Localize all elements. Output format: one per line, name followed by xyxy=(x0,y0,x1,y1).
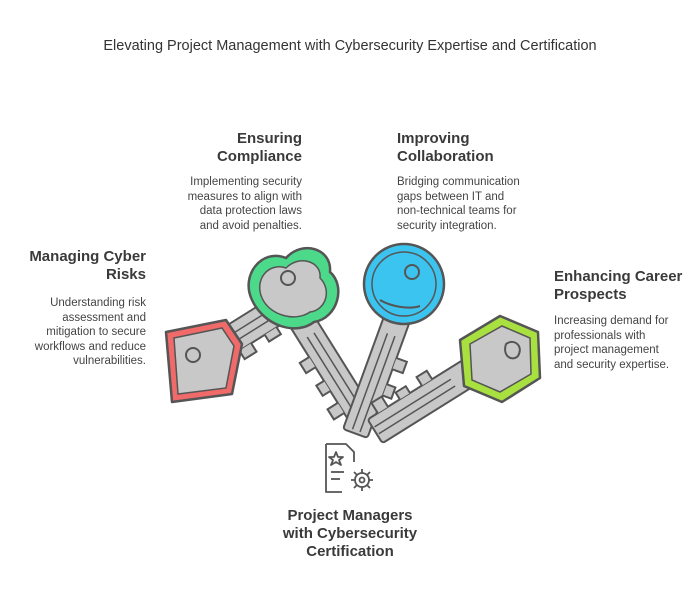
certificate-gear-icon xyxy=(325,443,373,493)
description-line: data protection laws xyxy=(199,205,302,217)
description-line: and security expertise. xyxy=(554,358,670,371)
description-line: mitigation to secure xyxy=(46,326,146,338)
green-key xyxy=(247,247,371,421)
lime-key-hole xyxy=(504,340,521,360)
description-line: project management xyxy=(554,344,659,356)
blue-key-notch xyxy=(379,299,421,309)
heading-line: Prospects xyxy=(554,286,627,303)
heading-line: Compliance xyxy=(216,148,302,165)
blue-key xyxy=(342,242,446,439)
description-line: and avoid penalties. xyxy=(199,219,302,232)
enhancing-career-prospects-description: Increasing demand for professionals with… xyxy=(554,314,694,372)
center-label-line: Project Managers xyxy=(287,507,413,524)
heading-line: Risks xyxy=(105,266,146,283)
improving-collaboration-heading: Improving Collaboration xyxy=(397,130,547,166)
heading-line: Enhancing Career xyxy=(554,268,683,285)
blue-key-hole xyxy=(404,264,420,280)
green-key-hole xyxy=(280,270,296,286)
heading-line: Collaboration xyxy=(397,148,494,165)
center-label-line: Certification xyxy=(306,543,394,560)
description-line: Understanding risk xyxy=(50,297,146,309)
diagram-title: Elevating Project Management with Cybers… xyxy=(103,38,597,54)
heading-line: Improving xyxy=(397,130,470,147)
description-line: professionals with xyxy=(554,329,646,342)
description-line: Increasing demand for xyxy=(554,315,669,327)
red-key-hole xyxy=(185,347,201,363)
description-line: gaps between IT and xyxy=(397,190,505,203)
ensuring-compliance-heading: Ensuring Compliance xyxy=(160,130,302,166)
lime-key xyxy=(367,314,542,444)
description-line: vulnerabilities. xyxy=(73,355,146,367)
improving-collaboration-description: Bridging communication gaps between IT a… xyxy=(397,175,547,233)
description-line: non-technical teams for xyxy=(397,205,517,217)
heading-line: Ensuring xyxy=(236,130,302,147)
green-key-head xyxy=(259,260,328,318)
red-key-head xyxy=(173,327,235,395)
managing-cyber-risks-heading: Managing Cyber Risks xyxy=(20,248,146,284)
description-line: Bridging communication xyxy=(397,176,520,188)
ensuring-compliance-description: Implementing security measures to align … xyxy=(160,175,302,233)
description-line: security integration. xyxy=(397,219,497,232)
center-label-line: with Cybersecurity xyxy=(282,525,418,542)
blue-key-head xyxy=(371,251,437,317)
managing-cyber-risks-description: Understanding risk assessment and mitiga… xyxy=(20,296,146,369)
description-line: workflows and reduce xyxy=(34,340,146,353)
description-line: assessment and xyxy=(62,311,146,324)
center-label: Project Managers with Cybersecurity Cert… xyxy=(250,507,450,561)
description-line: measures to align with xyxy=(187,190,302,203)
description-line: Implementing security xyxy=(190,176,302,188)
heading-line: Managing Cyber xyxy=(29,248,146,265)
enhancing-career-prospects-heading: Enhancing Career Prospects xyxy=(554,268,694,304)
